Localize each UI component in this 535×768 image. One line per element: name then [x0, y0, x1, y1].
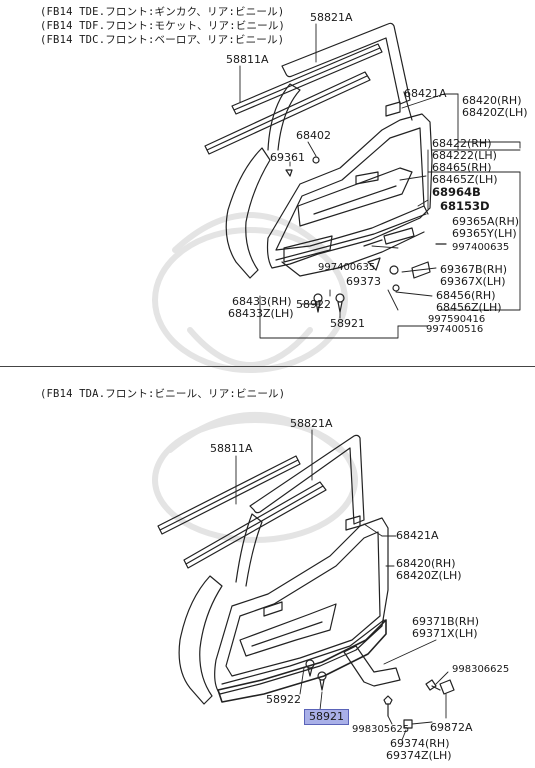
part-label[interactable]: 997400516 [426, 324, 484, 335]
part-label[interactable]: 998306625 [452, 664, 510, 675]
part-label[interactable]: 68420Z(LH) [462, 106, 528, 119]
variant-note-tda: (FB14 TDA.フロント:ビニール、リア:ビニール) [40, 388, 286, 400]
part-label-highlighted[interactable]: 58921 [304, 709, 349, 725]
variant-note-tdc: (FB14 TDC.フロント:ベーロア、リア:ビニール) [40, 34, 285, 46]
part-label[interactable]: 68465Z(LH) [432, 173, 498, 186]
bottom-outer-moulding [157, 455, 301, 535]
part-label[interactable]: 58821A [290, 417, 333, 430]
top-outer-moulding [231, 43, 383, 115]
part-label[interactable]: 68420Z(LH) [396, 569, 462, 582]
top-inner-weatherstrip [204, 71, 371, 155]
bottom-inner-weatherstrip [183, 481, 327, 569]
bottom-door-shell [178, 575, 223, 705]
section-divider [0, 366, 535, 367]
bottom-armrest [239, 603, 337, 657]
part-label[interactable]: 68465(RH) [432, 161, 492, 174]
top-trim-panel [266, 113, 433, 269]
part-label[interactable]: 58821A [310, 11, 353, 24]
part-label[interactable]: 69367B(RH) [440, 263, 508, 276]
part-label[interactable]: 58922 [266, 693, 301, 706]
part-label[interactable]: 997400635 [452, 242, 510, 253]
top-door-shell [225, 147, 271, 279]
part-label[interactable]: 58811A [210, 442, 253, 455]
part-label[interactable]: 69373 [346, 275, 381, 288]
part-label[interactable]: 69361 [270, 151, 305, 164]
part-label[interactable]: 68964B [432, 185, 481, 199]
part-label[interactable]: 68402 [296, 129, 331, 142]
part-label[interactable]: 68433Z(LH) [228, 307, 294, 320]
part-label[interactable]: 68420(RH) [462, 94, 522, 107]
part-label[interactable]: 997400635 [318, 262, 376, 273]
part-label[interactable]: 68420(RH) [396, 557, 456, 570]
variant-note-tde: (FB14 TDE.フロント:ギンカク、リア:ビニール) [40, 6, 285, 18]
part-label[interactable]: 68422(RH) [432, 137, 492, 150]
part-label[interactable]: 68153D [440, 199, 490, 213]
part-label[interactable]: 69872A [430, 721, 473, 734]
part-label[interactable]: 69371X(LH) [412, 627, 478, 640]
part-label[interactable]: 998305625 [352, 724, 410, 735]
variant-note-tdf: (FB14 TDF.フロント:モケット、リア:ビニール) [40, 20, 286, 32]
part-label[interactable]: 58921 [330, 317, 365, 330]
part-label[interactable]: 684222(LH) [432, 149, 497, 162]
top-inside-handle [355, 171, 379, 185]
bottom-window-frame [249, 434, 365, 525]
watermark-crest [152, 212, 358, 543]
bottom-brace-bracket [343, 645, 401, 687]
top-leader-lines [239, 23, 521, 339]
top-window-frame [281, 22, 411, 105]
part-label[interactable]: 68433(RH) [232, 295, 292, 308]
part-label[interactable]: 68421A [404, 87, 447, 100]
part-label[interactable]: 68456(RH) [436, 289, 496, 302]
part-label[interactable]: 58922 [296, 298, 331, 311]
part-label[interactable]: 997590416 [428, 314, 486, 325]
part-label[interactable]: 69367X(LH) [440, 275, 506, 288]
bottom-leader-lines [235, 429, 449, 741]
part-label[interactable]: 69371B(RH) [412, 615, 480, 628]
part-label[interactable]: 68421A [396, 529, 439, 542]
top-armrest [297, 167, 413, 227]
bottom-trim-panel [214, 517, 389, 695]
part-label[interactable]: 69365Y(LH) [452, 227, 517, 240]
part-label[interactable]: 69374(RH) [390, 737, 450, 750]
part-label[interactable]: 69365A(RH) [452, 215, 520, 228]
part-label[interactable]: 68456Z(LH) [436, 301, 502, 314]
part-label[interactable]: 58811A [226, 53, 269, 66]
part-label[interactable]: 69374Z(LH) [386, 749, 452, 762]
